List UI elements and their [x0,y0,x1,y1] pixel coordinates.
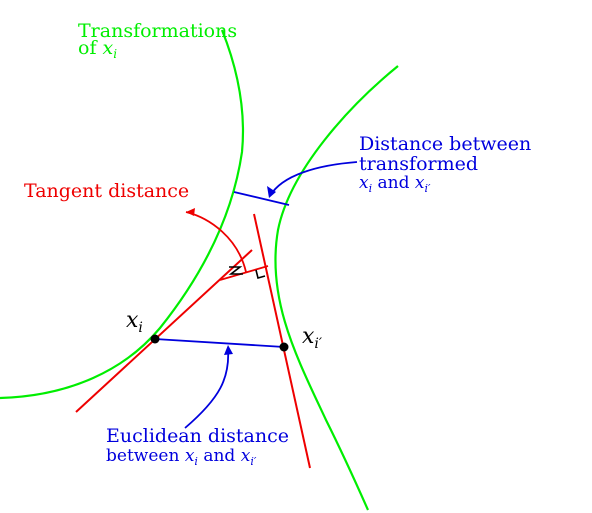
transformed-distance-label-line1: Distance between [359,133,531,155]
euclidean-distance-label-line1: Euclidean distance [106,425,289,447]
transformed-distance-label-line3: xi and xi′ [359,173,431,195]
right-angle-marker [255,269,266,279]
tangent-distance-arrowhead [186,208,195,216]
euclidean-distance-arrow [184,347,230,429]
transformed-distance-arrow [269,161,358,197]
transformed-distance-segment [233,191,290,206]
tangent-line-xip [253,213,311,469]
tangent-distance-segment [219,265,269,281]
point-xi-label: xi [126,308,143,336]
euclidean-distance-label-line2: between xi and xi′ [106,446,257,468]
euclidean-distance-segment [154,338,285,348]
zigzag-marker [228,266,243,275]
transformed-distance-arrowhead [267,186,276,198]
point-xip-label: xi′ [302,324,323,352]
transformations-label-line1: Transformations [78,20,237,42]
point-xip [279,342,289,352]
tangent-line-xi [75,249,253,413]
transformation-curve-xi [0,29,245,400]
euclidean-distance-arrowhead [224,345,233,355]
transformation-curve-xip [274,65,399,511]
tangent-distance-label: Tangent distance [24,180,189,202]
transformed-distance-label-line2: transformed [359,153,478,175]
point-xi [150,334,160,344]
transformations-label-line2: of xi [78,37,117,61]
